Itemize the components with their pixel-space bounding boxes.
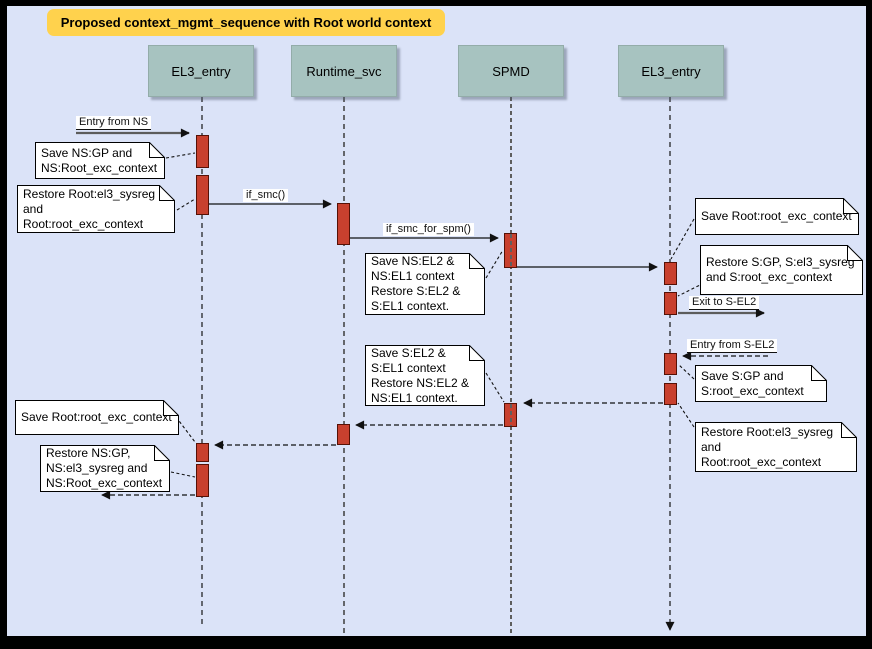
note-save-ns-el2: Save NS:EL2 & NS:EL1 context Restore S:E… — [365, 253, 485, 315]
activation-bar-el3-1-d — [196, 464, 209, 497]
activation-bar-runtime-a — [337, 203, 350, 245]
note-save-ns-gp: Save NS:GP and NS:Root_exc_context — [35, 142, 165, 179]
note-fold-icon — [163, 400, 179, 416]
actor-el3-entry-1: EL3_entry — [148, 45, 254, 97]
note-restore-ns-gp: Restore NS:GP, NS:el3_sysreg and NS:Root… — [40, 445, 170, 492]
note-fold-icon — [811, 365, 827, 381]
note-restore-root-left: Restore Root:el3_sysreg and Root:root_ex… — [17, 185, 175, 233]
note-text: Save Root:root_exc_context — [21, 410, 172, 424]
note-text: Restore Root:el3_sysreg and Root:root_ex… — [701, 424, 834, 469]
frame-border-top — [0, 0, 872, 6]
activation-bar-el3-2-a — [664, 262, 677, 285]
note-text: Restore NS:GP, NS:el3_sysreg and NS:Root… — [46, 446, 163, 490]
activation-bar-spmd-b — [504, 403, 517, 427]
message-label-if-smc-for-spm: if_smc_for_spm() — [383, 223, 474, 236]
actor-label: Runtime_svc — [306, 63, 382, 79]
note-text: Restore Root:el3_sysreg and Root:root_ex… — [23, 186, 156, 231]
note-text: Restore S:GP, S:el3_sysreg and S:root_ex… — [706, 255, 855, 284]
activation-bar-el3-1-a — [196, 135, 209, 168]
note-save-s-gp: Save S:GP and S:root_exc_context — [695, 365, 827, 402]
note-fold-icon — [843, 198, 859, 214]
diagram-title: Proposed context_mgmt_sequence with Root… — [47, 9, 445, 36]
note-text: Save S:EL2 & S:EL1 context Restore NS:EL… — [371, 345, 470, 405]
actor-el3-entry-2: EL3_entry — [618, 45, 724, 97]
note-save-root-right: Save Root:root_exc_context — [695, 198, 859, 235]
actor-runtime-svc: Runtime_svc — [291, 45, 397, 97]
frame-border-right — [866, 0, 872, 649]
actor-spmd: SPMD — [458, 45, 564, 97]
activation-bar-el3-2-d — [664, 383, 677, 405]
note-text: Save NS:EL2 & NS:EL1 context Restore S:E… — [371, 254, 461, 313]
note-save-root-left: Save Root:root_exc_context — [15, 400, 179, 435]
note-text: Save NS:GP and NS:Root_exc_context — [41, 145, 158, 175]
frame-border-left — [0, 0, 7, 649]
actor-label: EL3_entry — [171, 63, 231, 79]
activation-bar-el3-1-c — [196, 443, 209, 462]
note-fold-icon — [149, 142, 165, 158]
note-fold-icon — [159, 185, 175, 201]
note-fold-icon — [841, 422, 857, 438]
activation-bar-el3-2-b — [664, 292, 677, 315]
message-label-entry-from-s-el2: Entry from S-EL2 — [687, 339, 778, 353]
message-label-if-smc: if_smc() — [243, 189, 289, 202]
actor-label: EL3_entry — [641, 63, 701, 79]
message-label-exit-to-s-el2: Exit to S-EL2 — [689, 296, 760, 310]
message-label-entry-from-ns: Entry from NS — [76, 116, 152, 130]
note-save-s-el2: Save S:EL2 & S:EL1 context Restore NS:EL… — [365, 345, 485, 406]
note-restore-s-gp: Restore S:GP, S:el3_sysreg and S:root_ex… — [700, 245, 863, 295]
note-fold-icon — [154, 445, 170, 461]
activation-bar-el3-2-c — [664, 353, 677, 375]
activation-bar-runtime-b — [337, 424, 350, 445]
actor-label: SPMD — [492, 63, 530, 79]
note-text: Save S:GP and S:root_exc_context — [701, 368, 804, 398]
note-text: Save Root:root_exc_context — [701, 209, 852, 223]
activation-bar-el3-1-b — [196, 175, 209, 215]
note-restore-root-right: Restore Root:el3_sysreg and Root:root_ex… — [695, 422, 857, 472]
frame-border-bottom — [0, 636, 872, 649]
note-fold-icon — [469, 345, 485, 361]
activation-bar-spmd-a — [504, 233, 517, 268]
note-fold-icon — [847, 245, 863, 261]
note-fold-icon — [469, 253, 485, 269]
